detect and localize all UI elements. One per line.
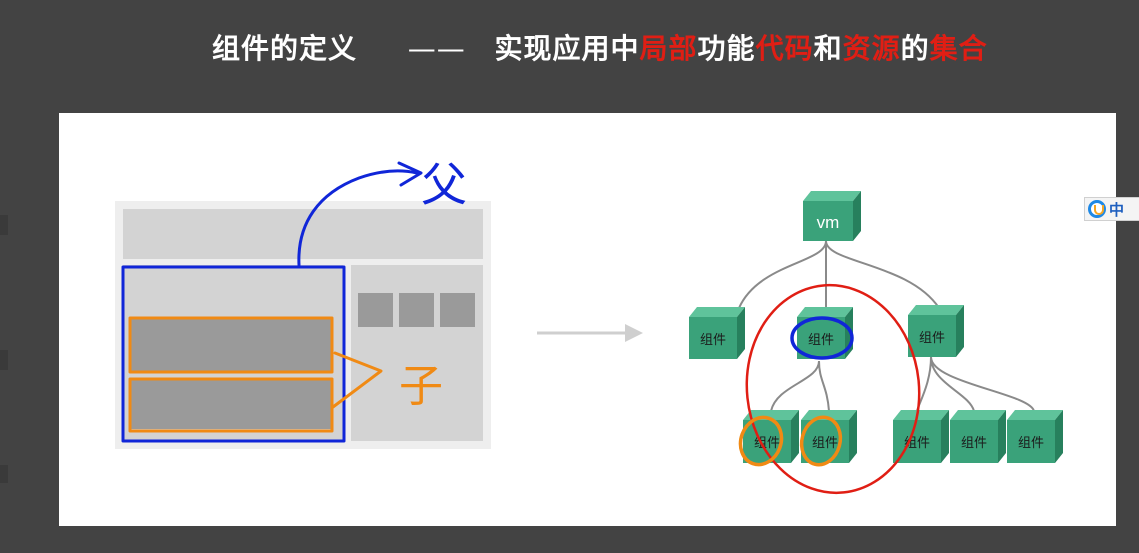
wireframe-row-2: [131, 379, 331, 429]
tree-connectors: [738, 240, 1035, 412]
cube-level2-e: 组件: [1007, 410, 1063, 463]
wireframe-tile-1: [358, 293, 393, 327]
slide-title: 组件的定义 —— 实现应用中局部功能代码和资源的集合: [212, 27, 988, 71]
title-highlight-3: 资源: [842, 32, 901, 65]
cube-label: 组件: [1018, 436, 1044, 451]
wireframe-tile-2: [399, 293, 434, 327]
arrow-right-icon: [537, 324, 643, 342]
edge-mark: [0, 465, 8, 483]
component-diagram: vm 组件 组件 组件 组件: [115, 158, 1063, 495]
title-dash: ——: [407, 32, 466, 65]
cube-label: 组件: [812, 436, 838, 451]
title-part-4: 和: [813, 32, 843, 65]
red-subtree-loop: [745, 283, 921, 495]
wireframe-row-1: [131, 319, 331, 371]
annotation-parent-label: 父: [421, 158, 467, 212]
blue-arrow-head: [397, 161, 423, 187]
title-part-5: 的: [900, 32, 930, 65]
title-part-2: 实现应用中: [494, 32, 640, 65]
orange-outline-row-2: [128, 377, 334, 433]
title-highlight-2: 代码: [755, 32, 814, 65]
blue-arrow-stroke: [297, 169, 419, 267]
orange-outline-row-1: [128, 316, 334, 374]
cube-level2-a: 组件: [743, 410, 799, 463]
cube-root: vm: [803, 191, 861, 241]
cube-level1-right: 组件: [908, 305, 964, 357]
title-highlight-1: 局部: [639, 32, 698, 65]
orange-bracket: [331, 351, 383, 409]
cube-root-label: vm: [817, 213, 840, 232]
edge-mark: [0, 350, 8, 370]
cube-level1-middle: 组件: [797, 307, 853, 359]
wireframe-side: [351, 265, 483, 441]
page-wireframe: [115, 201, 491, 449]
blue-outline-box: [121, 265, 346, 443]
title-highlight-4: 集合: [929, 32, 988, 65]
title-part-3: 功能: [697, 32, 756, 65]
cube-level1-left: 组件: [689, 307, 745, 359]
cube-label: 组件: [961, 436, 987, 451]
cube-label: 组件: [700, 333, 726, 348]
orange-circle-mark-a: [738, 415, 784, 467]
cube-label: 组件: [808, 333, 834, 348]
annotation-child-label: 子: [399, 361, 443, 412]
slide-canvas: vm 组件 组件 组件 组件: [59, 113, 1116, 526]
pen-annotations: [121, 161, 921, 495]
edge-mark: [0, 215, 8, 235]
blue-circle-mark: [790, 316, 854, 360]
orange-circle-mark-b: [799, 415, 843, 467]
ime-mode-label[interactable]: 中: [1109, 200, 1125, 219]
ime-toolbar[interactable]: 中: [1084, 197, 1139, 221]
title-part-1: 组件的定义: [212, 32, 358, 65]
wireframe-tile-3: [440, 293, 475, 327]
cube-level2-d: 组件: [950, 410, 1006, 463]
ime-logo-icon: [1088, 200, 1106, 218]
cube-label: 组件: [919, 331, 945, 346]
